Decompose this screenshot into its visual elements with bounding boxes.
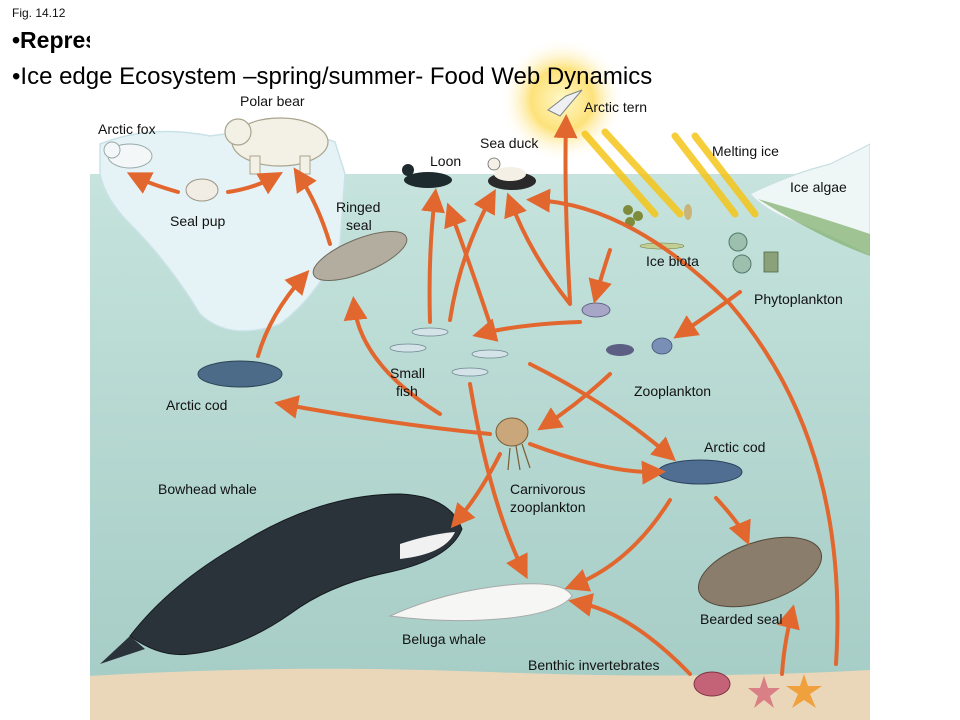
label-arctic-cod-left: Arctic cod xyxy=(166,397,227,413)
food-web-diagram: Arctic fox Polar bear Seal pup Ringed se… xyxy=(90,24,870,720)
slide-subtitle: •Ice edge Ecosystem –spring/summer- Food… xyxy=(12,63,652,91)
label-bowhead-whale: Bowhead whale xyxy=(158,481,257,497)
label-carnivorous-2: zooplankton xyxy=(510,499,586,515)
label-phytoplankton: Phytoplankton xyxy=(754,291,843,307)
label-zooplankton: Zooplankton xyxy=(634,383,711,399)
label-melting-ice: Melting ice xyxy=(712,143,779,159)
label-beluga-whale: Beluga whale xyxy=(402,631,486,647)
label-ringed-seal-1: Ringed xyxy=(336,199,380,215)
label-ice-biota: Ice biota xyxy=(646,253,699,269)
arctic-cod-right-icon xyxy=(658,460,742,484)
label-bearded-seal: Bearded seal xyxy=(700,611,783,627)
label-ice-algae: Ice algae xyxy=(790,179,847,195)
label-loon: Loon xyxy=(430,153,461,169)
label-small-fish-1: Small xyxy=(390,365,425,381)
seafloor xyxy=(90,669,870,720)
label-sea-duck: Sea duck xyxy=(480,135,539,151)
arctic-cod-left-icon xyxy=(198,361,282,387)
label-arctic-cod-right: Arctic cod xyxy=(704,439,765,455)
figure-number: Fig. 14.12 xyxy=(12,6,65,20)
label-arctic-fox: Arctic fox xyxy=(98,121,156,137)
label-polar-bear: Polar bear xyxy=(240,93,305,109)
label-arctic-tern: Arctic tern xyxy=(584,99,647,115)
seal-pup-icon xyxy=(186,179,218,201)
label-ringed-seal-2: seal xyxy=(346,217,372,233)
label-small-fish-2: fish xyxy=(396,383,418,399)
label-seal-pup: Seal pup xyxy=(170,213,225,229)
label-benthic-invertebrates: Benthic invertebrates xyxy=(528,657,660,673)
label-carnivorous-1: Carnivorous xyxy=(510,481,585,497)
